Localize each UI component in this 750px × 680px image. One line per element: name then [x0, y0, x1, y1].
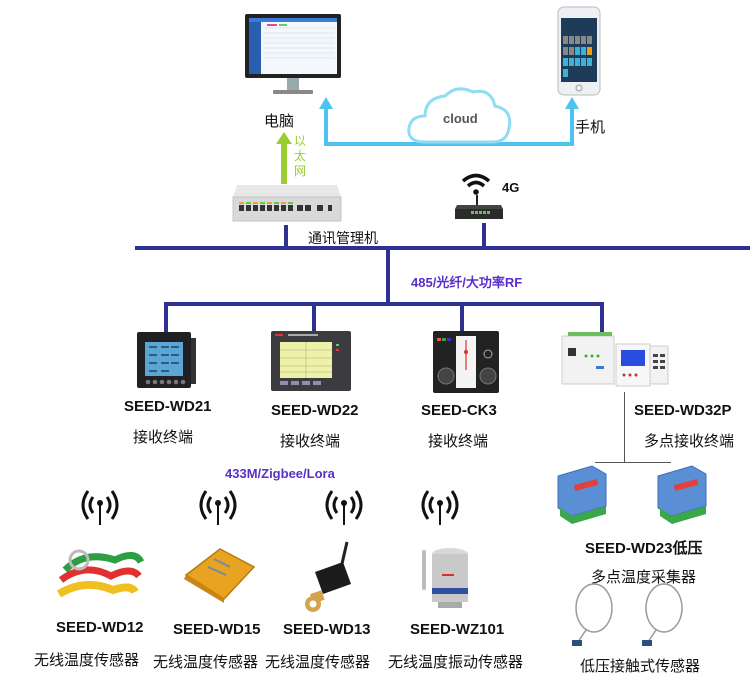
computer-monitor: [243, 12, 343, 97]
communication-gateway: [231, 183, 343, 225]
terminal-bus-line: [164, 302, 604, 306]
terminal-drop-2: [312, 302, 316, 332]
sensor-wz101-image: [418, 544, 476, 612]
smartphone: [557, 6, 601, 96]
terminal-wd22-image: [270, 330, 352, 392]
sensor-model: SEED-WD15: [173, 621, 261, 638]
collector-desc: 多点温度采集器: [591, 568, 697, 586]
terminal-drop-1: [164, 302, 168, 332]
sensor-wd12-image: [55, 540, 145, 602]
main-bus-line: [135, 246, 750, 250]
computer-label: 电脑: [264, 112, 295, 130]
sensor-desc: 无线温度传感器: [153, 653, 259, 671]
terminal-drop-4: [600, 302, 604, 332]
gateway-label: 通讯管理机: [308, 231, 378, 247]
ethernet-label-char: 网: [294, 164, 307, 178]
collector-model: SEED-WD23低压: [585, 540, 703, 557]
terminal-desc: 接收终端: [428, 432, 489, 450]
cloud-link-right-arrowhead: [565, 96, 579, 114]
ethernet-label-char: 以: [294, 134, 307, 148]
collector-drop-line: [624, 392, 625, 462]
wireless-signal-icon: [418, 487, 462, 527]
collector-wd23-image: [652, 462, 708, 524]
sensor-wd13-image: [295, 538, 365, 616]
terminal-wd21-image: [135, 330, 197, 392]
terminal-model: SEED-WD21: [124, 398, 212, 415]
sensor-desc: 无线温度传感器: [34, 651, 140, 669]
wifi-icon: [461, 172, 491, 196]
bus-trunk-line: [386, 248, 390, 304]
bus-protocol-label: 485/光纤/大功率RF: [411, 275, 523, 290]
cloud-label: cloud: [443, 111, 478, 126]
modem-drop-line: [482, 223, 486, 249]
ethernet-arrow: [276, 132, 292, 184]
sensor-model: SEED-WD13: [283, 621, 371, 638]
wireless-signal-icon: [196, 487, 240, 527]
collector-wd23-image: [552, 462, 608, 524]
cellular-label: 4G: [502, 180, 520, 195]
ethernet-label-char: 太: [294, 149, 307, 163]
terminal-desc: 接收终端: [133, 428, 194, 446]
wireless-signal-icon: [78, 487, 122, 527]
ethernet-label: 以 太 网: [294, 134, 308, 179]
terminal-drop-3: [460, 302, 464, 332]
terminal-desc: 多点接收终端: [644, 432, 735, 450]
terminal-ck3-image: [432, 330, 500, 394]
terminal-model: SEED-WD32P: [634, 402, 732, 419]
sensor-desc: 无线温度振动传感器: [388, 653, 524, 671]
cloud-link-bottom: [324, 142, 574, 146]
phone-label: 手机: [575, 118, 606, 136]
terminal-desc: 接收终端: [280, 432, 341, 450]
terminal-model: SEED-CK3: [421, 402, 497, 419]
probe-desc: 低压接触式传感器: [580, 657, 701, 675]
sensor-desc: 无线温度传感器: [265, 653, 371, 671]
wireless-protocol-label: 433M/Zigbee/Lora: [225, 466, 335, 481]
contact-probe-image: [636, 580, 686, 650]
cloud-link-right-vertical: [570, 104, 574, 146]
cloud-link-left-arrowhead: [319, 96, 333, 114]
terminal-model: SEED-WD22: [271, 402, 359, 419]
cloud-link-left-vertical: [324, 104, 328, 146]
sensor-model: SEED-WZ101: [410, 621, 505, 638]
cloud-icon: [405, 82, 515, 152]
contact-probe-image: [566, 580, 616, 650]
wireless-signal-icon: [322, 487, 366, 527]
sensor-model: SEED-WD12: [56, 619, 144, 636]
4g-modem: [453, 195, 505, 223]
sensor-wd15-image: [178, 545, 258, 605]
terminal-wd32p-image: [560, 330, 670, 388]
gateway-drop-line: [284, 225, 288, 249]
collector-branch-line: [595, 462, 671, 463]
